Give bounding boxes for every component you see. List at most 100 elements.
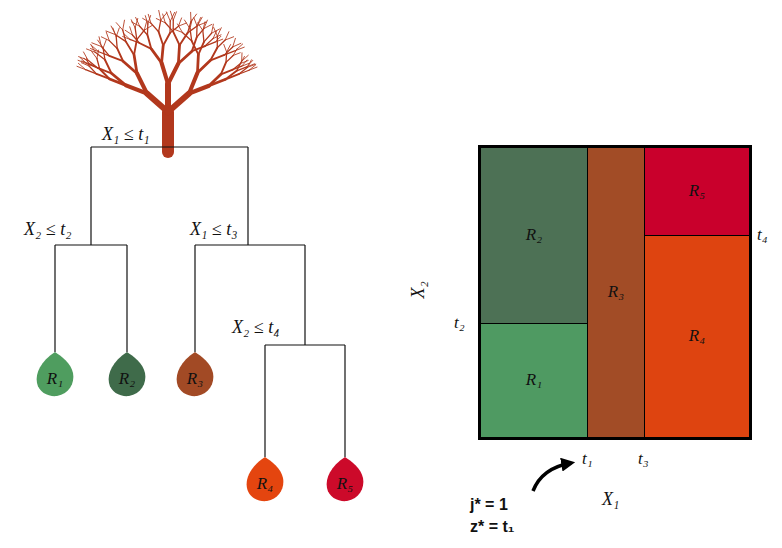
branch-line: [55, 244, 127, 245]
split-label: X₂ ≤ t₂: [24, 220, 71, 240]
crown-branch: [132, 35, 139, 43]
crown-branch: [123, 20, 125, 30]
region-box: R₁: [481, 324, 587, 437]
leaf-node: R₃: [173, 351, 217, 397]
crown-branch: [151, 49, 161, 63]
crown-branch: [205, 42, 215, 46]
region-label: R₂: [526, 226, 542, 245]
crown-branch: [83, 52, 88, 60]
region-box: R₄: [645, 236, 749, 437]
crown-branch: [210, 55, 224, 60]
leaf-outline: [109, 352, 146, 396]
threshold-label: t₄: [757, 226, 768, 245]
region-label: R₅: [689, 182, 705, 201]
crown-branch: [226, 74, 239, 79]
leaf-node: R₅: [323, 456, 367, 502]
leaf-node: R₁: [33, 351, 77, 397]
crown-branch: [111, 26, 115, 35]
crown-branch: [162, 46, 164, 63]
crown-branch: [224, 44, 227, 52]
crown-branch: [159, 10, 161, 20]
branch-line: [195, 244, 305, 245]
split-label: X₁ ≤ t₁: [102, 125, 149, 145]
crown-branch: [190, 19, 192, 29]
leaf-outline: [37, 352, 74, 396]
crown-branch: [214, 27, 218, 36]
axis-label: X₂: [409, 281, 429, 298]
crown-branch: [189, 86, 209, 94]
leaf-label: R₂: [119, 370, 135, 389]
threshold-label: t₁: [582, 450, 593, 469]
branch-line: [264, 345, 265, 457]
branch-line: [194, 245, 195, 352]
crown-branch: [170, 11, 173, 20]
crown-branch: [226, 55, 233, 62]
threshold-label: t₃: [638, 450, 649, 469]
crown-branch: [163, 14, 166, 23]
branch-line: [126, 245, 127, 352]
region-box: R₃: [588, 148, 644, 437]
crown-branch: [166, 12, 170, 21]
crown-branch: [116, 37, 117, 49]
crown-branch: [198, 23, 203, 31]
crown-branch: [204, 24, 212, 28]
branch-line: [91, 146, 248, 147]
crown-branch: [134, 55, 137, 74]
crown-branch: [136, 17, 140, 26]
tree-crown: [77, 10, 257, 152]
crown-branch: [116, 23, 122, 30]
leaf-label: R₃: [187, 370, 203, 389]
threshold-label: t₂: [454, 314, 465, 333]
crown-branch: [123, 30, 126, 42]
crown-branch: [126, 42, 134, 55]
crown-branch: [88, 60, 98, 68]
crown-branch: [225, 37, 234, 40]
partition-frame: [478, 145, 752, 440]
crown-branch: [198, 42, 204, 55]
crown-branch: [111, 73, 126, 85]
crown-branch: [130, 27, 133, 35]
leaf-label: R₁: [47, 370, 63, 389]
region-label: R₄: [689, 327, 705, 346]
crown-branch: [203, 31, 204, 42]
split-annotation: z* = t₁: [470, 518, 514, 536]
crown-branch: [165, 23, 173, 32]
crown-branch: [99, 37, 101, 47]
crown-branch: [197, 60, 210, 72]
crown-branch: [178, 23, 186, 26]
crown-branch: [124, 34, 130, 39]
pointer-arrow: [533, 463, 571, 491]
crown-branch: [148, 14, 151, 23]
crown-branch: [173, 32, 179, 46]
crown-branch: [147, 24, 149, 35]
tree-branches: [55, 147, 345, 457]
region-label: R₁: [526, 371, 542, 390]
crown-branch: [163, 33, 170, 46]
crown-branch: [168, 94, 189, 112]
branch-line: [247, 147, 248, 245]
crown-branch: [203, 22, 205, 31]
leaf-node: R₂: [105, 351, 149, 397]
crown-branch: [147, 94, 168, 112]
branch-line: [265, 344, 345, 345]
crown-branch: [190, 29, 192, 41]
crown-branch: [162, 112, 174, 152]
crown-branch: [215, 39, 223, 42]
crown-branch: [173, 12, 176, 20]
crown-branch: [180, 33, 188, 45]
crown-branch: [159, 32, 164, 46]
crown-branch: [241, 53, 242, 61]
crown-branch: [217, 40, 225, 48]
crown-branch: [137, 73, 147, 93]
branch-line: [304, 245, 305, 345]
crown-branch: [217, 28, 221, 36]
crown-branch: [239, 70, 249, 74]
crown-branch: [209, 79, 226, 85]
crown-branch: [159, 20, 161, 32]
crown-branch: [249, 67, 257, 70]
leaf-node: R₄: [243, 456, 287, 502]
crown-branch: [190, 12, 191, 21]
crown-branch: [105, 60, 111, 74]
crown-branch: [242, 55, 249, 61]
leaf-outline: [177, 352, 214, 396]
